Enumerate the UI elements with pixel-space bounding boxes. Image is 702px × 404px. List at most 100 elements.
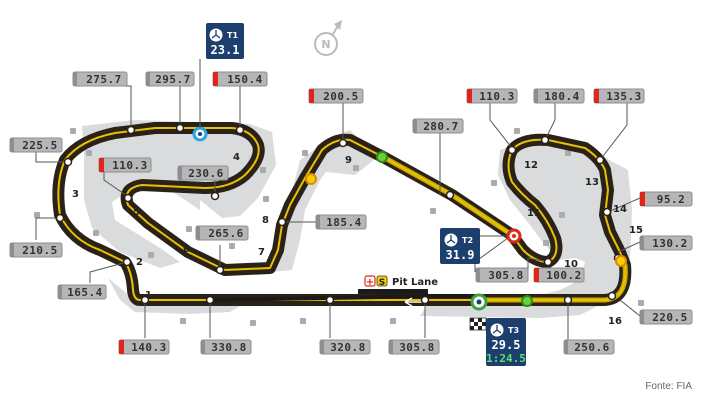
marker xyxy=(70,128,76,134)
marker xyxy=(229,243,235,249)
speed-box: 295.7 xyxy=(145,71,195,87)
leader xyxy=(617,241,641,253)
sector-3-box: T3 29.5 1:24.5 xyxy=(486,318,526,366)
marker xyxy=(300,318,306,324)
chequered-flag-icon xyxy=(469,317,487,331)
speed-value: 295.7 xyxy=(155,73,191,86)
leader xyxy=(489,103,513,149)
speed-box: 330.8 xyxy=(200,339,252,355)
turn-4-label: 4 xyxy=(233,152,240,163)
speed-box: 165.4 xyxy=(57,284,107,300)
stopwatch-icon xyxy=(209,28,223,42)
marker xyxy=(186,226,192,232)
drs-detection-icon xyxy=(305,173,317,185)
marker xyxy=(565,150,571,156)
speed-box: 140.3 xyxy=(118,339,170,355)
leader xyxy=(35,152,68,163)
compass: N xyxy=(314,20,342,56)
racing-line xyxy=(57,127,627,301)
marker xyxy=(93,230,99,236)
marker xyxy=(86,150,92,156)
marker xyxy=(638,300,644,306)
turn-2-label: 2 xyxy=(136,257,143,268)
marker xyxy=(491,180,497,186)
turn-6-label: 6 xyxy=(183,244,190,255)
speed-value: 250.6 xyxy=(574,341,610,354)
speed-value: 165.4 xyxy=(67,286,103,299)
track-point xyxy=(210,191,220,201)
speed-box: 275.7 xyxy=(72,71,128,87)
pit-s-badge-label: S xyxy=(379,278,385,288)
speed-value: 210.5 xyxy=(22,244,58,257)
marker xyxy=(390,318,396,324)
drs-activation-icon xyxy=(521,295,533,307)
turn-13-label: 13 xyxy=(585,177,599,188)
speed-value: 330.8 xyxy=(211,341,247,354)
track-point xyxy=(563,295,573,305)
speed-box: 135.3 xyxy=(593,88,645,104)
turn-15-label: 15 xyxy=(629,225,643,236)
speed-box: 130.2 xyxy=(639,235,693,251)
speed-box: 100.2 xyxy=(533,267,585,283)
sector-1-point-core xyxy=(198,132,202,136)
source-credit: Fonte: FIA xyxy=(645,381,692,392)
compass-letter: N xyxy=(321,38,330,51)
speed-value: 305.8 xyxy=(488,269,524,282)
speed-box: 210.5 xyxy=(9,242,63,258)
leader xyxy=(544,103,556,141)
sector-time: 31.9 xyxy=(446,248,475,262)
leader xyxy=(619,299,641,317)
speed-value: 110.3 xyxy=(112,159,148,172)
drs-detection-icon xyxy=(615,255,627,267)
lap-time: 1:24.5 xyxy=(486,352,526,365)
track-point xyxy=(507,145,517,155)
finish-line-core xyxy=(476,299,482,305)
marker xyxy=(559,212,565,218)
speed-value: 135.3 xyxy=(606,90,642,103)
track-point xyxy=(235,125,245,135)
stopwatch-icon xyxy=(490,323,504,337)
speed-value: 200.5 xyxy=(323,90,359,103)
turn-3-label: 3 xyxy=(72,189,79,200)
sector-label: T2 xyxy=(462,236,473,245)
speed-box: 180.4 xyxy=(533,88,585,104)
turn-1-label: 1 xyxy=(145,290,152,301)
speed-value: 320.8 xyxy=(330,341,366,354)
pit-lane-entry-bar xyxy=(358,289,428,294)
speed-box: 305.8 xyxy=(388,339,440,355)
speed-box: 200.5 xyxy=(308,88,364,104)
marker xyxy=(543,240,549,246)
turn-12-label: 12 xyxy=(524,160,538,171)
speed-box: 110.3 xyxy=(466,88,518,104)
drs-activation-icon xyxy=(376,151,388,163)
stopwatch-icon xyxy=(444,233,458,247)
speed-value: 110.3 xyxy=(479,90,515,103)
track-point xyxy=(445,190,455,200)
pit-lane-road xyxy=(209,294,470,302)
track-point xyxy=(122,257,132,267)
speed-box: 305.8 xyxy=(475,267,529,283)
track-point xyxy=(325,295,335,305)
runoff-east xyxy=(420,140,632,318)
track-point xyxy=(205,295,215,305)
track-point xyxy=(126,125,136,135)
pit-lane-label: Pit Lane xyxy=(392,277,438,288)
speed-box: 320.8 xyxy=(319,339,371,355)
speed-box: 220.5 xyxy=(639,309,693,325)
leader xyxy=(599,103,628,161)
track-point xyxy=(595,155,605,165)
speed-box: 185.4 xyxy=(315,214,367,230)
speed-box: 225.5 xyxy=(9,137,63,153)
speed-box: 110.3 xyxy=(98,157,152,173)
track-point xyxy=(607,291,617,301)
speed-value: 180.4 xyxy=(544,90,580,103)
track-point xyxy=(277,217,287,227)
speed-value: 220.5 xyxy=(652,311,688,324)
leader xyxy=(89,261,128,283)
track-point xyxy=(140,295,150,305)
marker xyxy=(514,128,520,134)
track-point xyxy=(338,138,348,148)
sector-label: T3 xyxy=(508,326,519,335)
